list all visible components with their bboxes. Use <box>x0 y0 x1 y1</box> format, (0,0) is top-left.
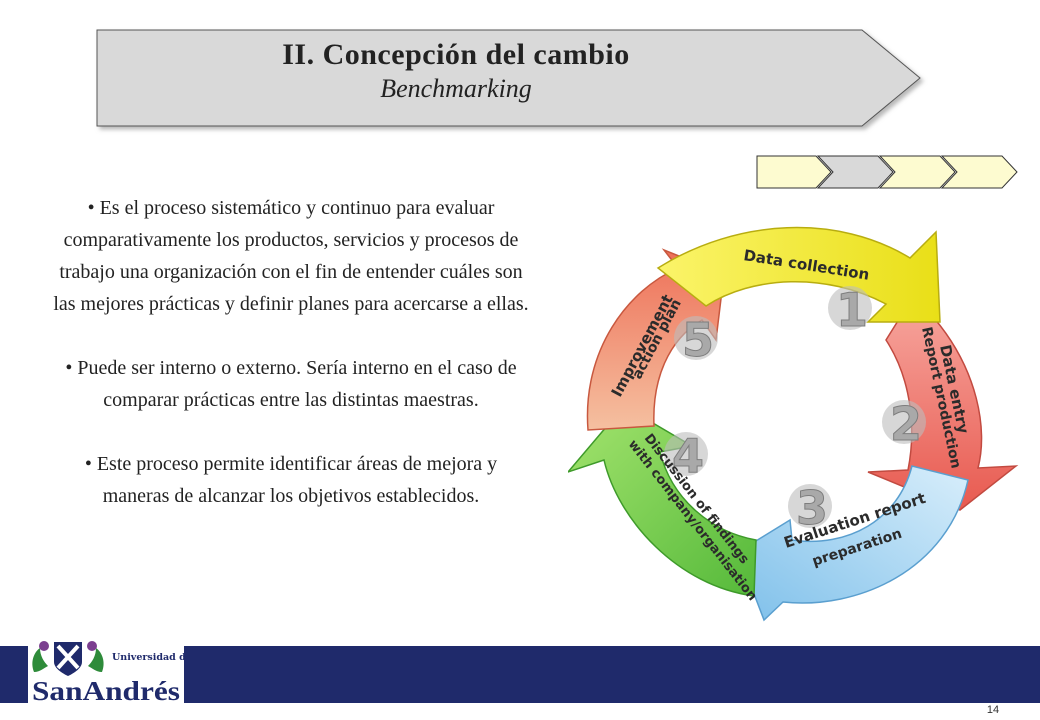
step-number-4: 4 <box>672 429 704 483</box>
step-number-1: 1 <box>836 283 868 337</box>
cycle-arrow-2 <box>867 307 1019 511</box>
page-subtitle: Benchmarking <box>380 74 532 103</box>
cycle-arrow-1 <box>656 226 941 323</box>
step-number-5: 5 <box>682 313 714 367</box>
cycle-arrow-4 <box>568 405 757 597</box>
logo-university-line: Universidad de <box>112 652 184 663</box>
progress-step-2 <box>816 155 894 189</box>
cycle-arrow-5 <box>586 248 725 431</box>
progress-step-1 <box>756 155 832 189</box>
body-text: • Es el proceso sistemático y continuo p… <box>52 192 530 544</box>
thistle-left-icon <box>32 648 48 672</box>
cycle-arrow-3 <box>737 465 969 622</box>
university-logo: Universidad de SanAndrés <box>28 636 184 706</box>
page-number: 14 <box>986 704 1000 716</box>
title-banner <box>96 29 921 127</box>
bullet-internal-external: • Puede ser interno o externo. Sería int… <box>65 357 517 411</box>
progress-step-4 <box>940 155 1018 189</box>
step-number-3: 3 <box>796 481 828 535</box>
thistle-right-icon <box>88 648 104 672</box>
page-title: II. Concepción del cambio <box>282 38 630 71</box>
bullet-definition: • Es el proceso sistemático y continuo p… <box>53 197 529 315</box>
title-block: II. Concepción del cambio Benchmarking <box>96 38 816 104</box>
logo-sanandres-line: SanAndrés <box>32 676 180 706</box>
benchmarking-cycle-diagram: 1 2 3 4 5 Data collection Data entry Rep… <box>568 226 1019 622</box>
step-number-2: 2 <box>890 397 922 451</box>
bullet-benefits: • Este proceso permite identificar áreas… <box>84 453 498 507</box>
progress-step-3 <box>878 155 956 189</box>
progress-chevrons <box>756 155 1018 189</box>
